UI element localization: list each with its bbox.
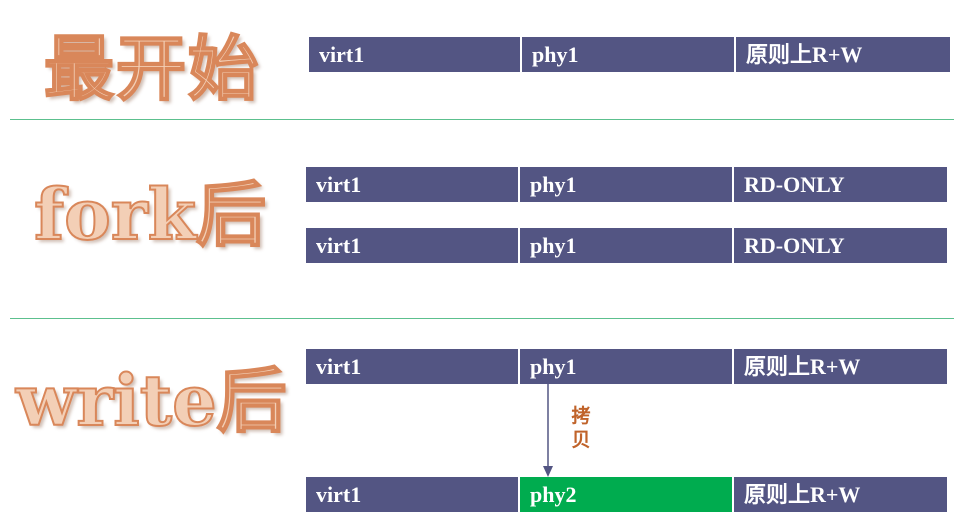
virtual-address-cell: virt1 xyxy=(306,349,520,384)
page-table-row-write-copied: virt1 phy2 原则上R+W xyxy=(306,477,947,512)
heading-after-fork: fork后 xyxy=(33,173,267,256)
copy-arrow xyxy=(543,384,553,477)
virtual-address-cell: virt1 xyxy=(306,167,520,202)
copy-arrow-head xyxy=(543,466,553,477)
copy-label: 拷贝 xyxy=(571,405,591,451)
permission-cell: 原则上R+W xyxy=(734,349,947,384)
page-table-row-fork-child: virt1 phy1 RD-ONLY xyxy=(306,228,947,263)
heading-after-write: write后 xyxy=(15,359,288,442)
page-table-row-fork-parent: virt1 phy1 RD-ONLY xyxy=(306,167,947,202)
permission-cell: 原则上R+W xyxy=(734,477,947,512)
physical-page-cell: phy1 xyxy=(520,228,734,263)
page-table-row-write-original: virt1 phy1 原则上R+W xyxy=(306,349,947,384)
virtual-address-cell: virt1 xyxy=(309,37,522,72)
permission-cell: RD-ONLY xyxy=(734,228,947,263)
page-table-row-initial: virt1 phy1 原则上R+W xyxy=(309,37,950,72)
virtual-address-cell: virt1 xyxy=(306,228,520,263)
physical-page-cell: phy1 xyxy=(520,349,734,384)
heading-initial: 最开始 xyxy=(43,27,260,110)
physical-page-cell: phy1 xyxy=(520,167,734,202)
permission-cell: 原则上R+W xyxy=(736,37,950,72)
physical-page-cell: phy1 xyxy=(522,37,736,72)
section-divider-1 xyxy=(10,119,954,120)
section-divider-2 xyxy=(10,318,954,319)
permission-cell: RD-ONLY xyxy=(734,167,947,202)
physical-page-cell-copied: phy2 xyxy=(520,477,734,512)
virtual-address-cell: virt1 xyxy=(306,477,520,512)
